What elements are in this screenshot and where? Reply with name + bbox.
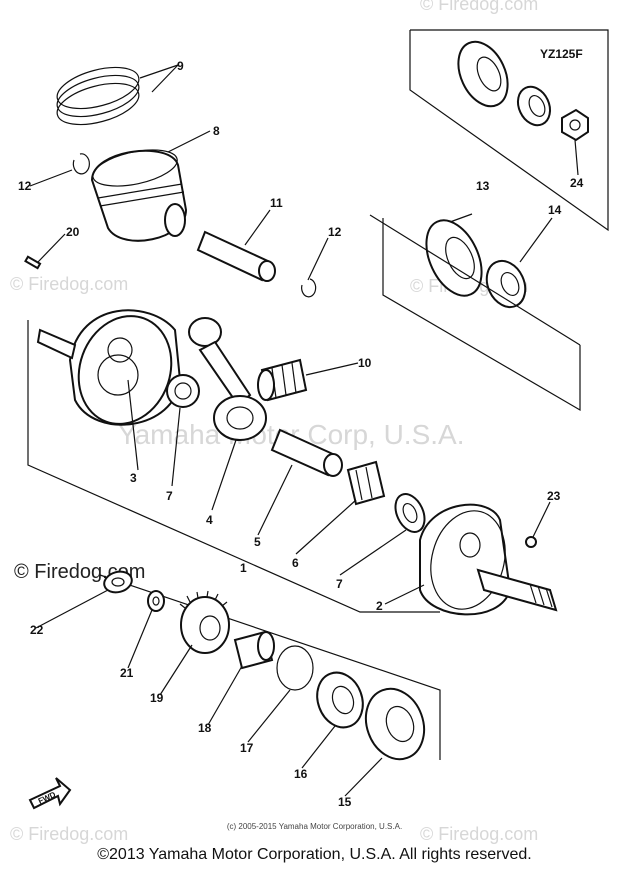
leader-lines (29, 64, 553, 797)
needle-bearing-6 (346, 460, 386, 506)
callout-2: 2 (376, 599, 383, 613)
callout-24: 24 (570, 176, 584, 190)
callout-12-right: 12 (328, 225, 342, 239)
variant-box-title: YZ125F (540, 47, 583, 61)
circlip-12-right (301, 278, 317, 298)
washer-21 (147, 590, 165, 612)
copyright-small: (c) 2005-2015 Yamaha Motor Corporation, … (226, 822, 403, 831)
callout-4: 4 (206, 513, 213, 527)
callout-7-left: 7 (166, 489, 173, 503)
callout-23: 23 (547, 489, 561, 503)
bearing-16 (316, 671, 364, 729)
pin-20 (24, 255, 42, 270)
watermark-firedog-bottom-left: © Firedog.com (10, 824, 128, 844)
callout-16: 16 (294, 767, 308, 781)
callout-11: 11 (270, 196, 283, 210)
circlip-12-left (72, 153, 90, 175)
callout-9: 9 (177, 59, 184, 73)
callout-21: 21 (120, 666, 134, 680)
callout-3: 3 (130, 471, 137, 485)
piston-rings (56, 66, 140, 126)
front-arrow: FWD (28, 777, 72, 810)
oil-seal-14 (485, 259, 527, 309)
o-ring-17 (276, 645, 314, 691)
crank-wheel-left (36, 309, 182, 426)
callout-17: 17 (240, 741, 254, 755)
connecting-rod (188, 317, 267, 441)
variant-box: YZ125F (409, 29, 609, 232)
callout-12-left: 12 (18, 179, 32, 193)
watermark-firedog-left: © Firedog.com (10, 274, 128, 294)
callout-1: 1 (240, 561, 247, 575)
callout-20: 20 (66, 225, 80, 239)
piston-pin (196, 230, 276, 282)
crank-pin (270, 428, 343, 477)
bearing-box (382, 218, 581, 412)
callout-5: 5 (254, 535, 261, 549)
bearing-15 (364, 687, 426, 761)
callout-15: 15 (338, 795, 352, 809)
washer-22 (103, 570, 133, 594)
copyright-main: ©2013 Yamaha Motor Corporation, U.S.A. A… (97, 846, 532, 863)
callout-6: 6 (292, 556, 299, 570)
callout-10: 10 (358, 356, 372, 370)
callout-7-right: 7 (336, 577, 343, 591)
gear-19 (179, 590, 230, 654)
crank-wheel-right (419, 503, 558, 616)
callout-14: 14 (548, 203, 562, 217)
callout-19: 19 (150, 691, 164, 705)
washer-7-right (394, 493, 426, 533)
crank-assembly-bracket (27, 320, 440, 613)
washer-7-left (166, 374, 200, 408)
key-23 (525, 536, 537, 548)
callout-18: 18 (198, 721, 212, 735)
piston (90, 149, 188, 242)
bushing-18 (233, 630, 275, 670)
watermark-firedog-top: © Firedog.com (420, 0, 538, 14)
callout-22: 22 (30, 623, 44, 637)
callout-8: 8 (213, 124, 220, 138)
needle-bearing-10 (257, 358, 308, 402)
bearing-13 (425, 219, 483, 297)
callout-13: 13 (476, 179, 490, 193)
watermark-firedog-bottom-right: © Firedog.com (420, 824, 538, 844)
front-arrow-label: FWD (37, 790, 58, 806)
